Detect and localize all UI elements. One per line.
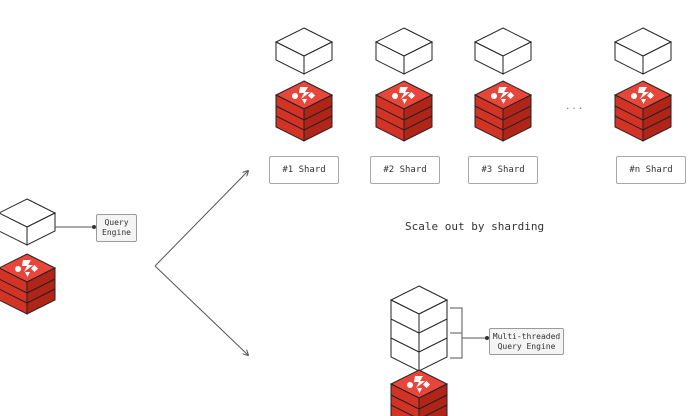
left-connector-dot [92, 225, 96, 229]
scale-out-caption: Scale out by sharding [405, 220, 545, 233]
multithreaded-label-line1: Multi-threaded [492, 331, 561, 341]
shard-n-redis-cube [614, 80, 672, 142]
left-redis-cube [0, 253, 56, 315]
multithreaded-engine-label: Multi-threaded Query Engine [489, 328, 564, 355]
multithreaded-label-line2: Query Engine [497, 341, 556, 351]
shard-n-label: #n Shard [616, 156, 686, 184]
multithreaded-redis-cube [390, 369, 448, 416]
multithreaded-bracket [450, 307, 489, 359]
multithreaded-engine-stack [389, 285, 449, 372]
left-query-engine-label-line1: Query [104, 218, 129, 227]
left-query-engine-cube [0, 198, 56, 246]
left-query-engine-label: Query Engine [96, 214, 137, 242]
shard-3-redis-cube [474, 80, 532, 142]
shard-1-label: #1 Shard [269, 156, 339, 184]
shard-3-engine-cube [474, 27, 532, 75]
arrow-to-sharding [154, 171, 248, 267]
shard-ellipsis: ... [565, 102, 585, 112]
shard-n-engine-cube [614, 27, 672, 75]
shard-2-label: #2 Shard [370, 156, 440, 184]
shard-1-redis-cube [275, 80, 333, 142]
shard-3-label: #3 Shard [468, 156, 538, 184]
shard-2-engine-cube [375, 27, 433, 75]
arrow-to-multithreaded [154, 265, 248, 355]
shard-2-redis-cube [375, 80, 433, 142]
shard-1-engine-cube [275, 27, 333, 75]
left-query-engine-label-line2: Engine [102, 228, 131, 237]
